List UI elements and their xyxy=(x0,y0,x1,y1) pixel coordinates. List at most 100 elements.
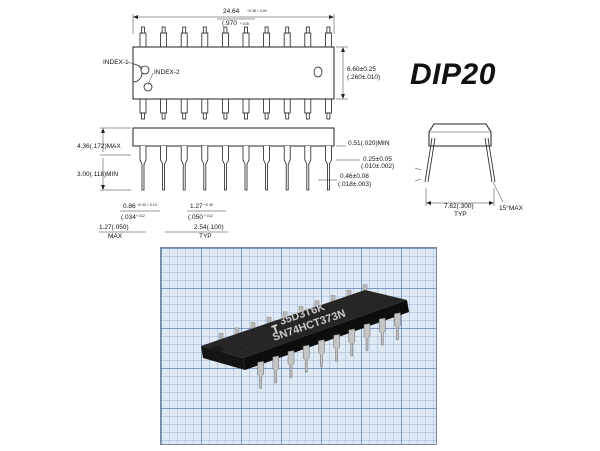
chip-front-pins xyxy=(257,312,401,389)
chip-photo: 35D3T6K SN74HCT373N xyxy=(160,247,437,445)
end-view: 7.62(.300) TYP 15°MAX xyxy=(414,123,524,218)
chip-front-pin xyxy=(378,317,386,346)
bottom-pin xyxy=(160,98,168,114)
shoulder-in-tolerance: +.012 xyxy=(136,214,145,218)
top-pin xyxy=(201,32,209,48)
top-pin-tip xyxy=(305,26,310,34)
side-pin xyxy=(201,146,209,191)
shoulder2-in-tolerance: +.012 xyxy=(204,214,213,218)
lead-width-in-label: (.018±.003) xyxy=(338,181,371,188)
top-pins-upper xyxy=(139,26,332,48)
side-pin xyxy=(325,146,332,191)
length-in-label: (.970 xyxy=(222,20,237,27)
lead-width-label: 0.46±0.08 xyxy=(340,173,369,180)
top-pin-tip xyxy=(223,26,228,34)
body-width-mm-label: 6.60±0.25 xyxy=(347,66,376,73)
bottom-pin-tip xyxy=(244,112,248,120)
edge-mm-label: 1.27(.050) xyxy=(99,224,129,231)
top-pin-tip xyxy=(182,26,187,34)
chip-front-pin xyxy=(348,328,356,357)
ejector-mark xyxy=(313,66,323,78)
top-pin xyxy=(139,32,147,48)
bottom-pin-tip xyxy=(264,112,269,120)
end-body xyxy=(428,123,492,147)
bottom-pin-tip xyxy=(161,112,166,120)
length-mm-label: 24.64 xyxy=(223,8,240,15)
bottom-pin xyxy=(221,98,229,114)
shoulder2-mm-label: 1.27 xyxy=(190,203,203,210)
bottom-pin-tip xyxy=(182,112,187,120)
length-mm-tolerance: +0.38 / -0.00 xyxy=(247,9,267,13)
top-pin-tip xyxy=(161,26,166,34)
row-typ-label: TYP xyxy=(454,211,467,218)
bottom-pin xyxy=(180,98,188,114)
chip-front-pin xyxy=(257,361,264,389)
top-pin-tip xyxy=(326,26,331,34)
lead-thickness-in-label: (.010±.002) xyxy=(361,163,394,170)
package-title: DIP20 xyxy=(410,58,496,91)
index1-dot xyxy=(140,65,150,75)
lead-thickness-label: 0.25±0.05 xyxy=(363,156,392,163)
package-drawing: 24.64 +0.38 / -0.00 (.970 +.015 INDEX-1 … xyxy=(77,8,524,240)
chip-front-pin xyxy=(272,355,280,384)
index2-label: INDEX-2 xyxy=(154,69,180,76)
bottom-pin xyxy=(242,98,250,114)
side-pins xyxy=(139,146,332,191)
top-pin xyxy=(283,32,291,48)
bottom-pin xyxy=(263,98,271,114)
shoulder-mm-label: 0.86 xyxy=(123,203,136,210)
row-spacing-label: 7.62(.300) xyxy=(444,203,474,210)
chip-front-pin xyxy=(363,323,371,351)
top-pin xyxy=(263,32,271,48)
chip-side-face xyxy=(201,346,245,370)
chip-pin1-dot xyxy=(238,345,244,351)
side-pin xyxy=(160,146,167,191)
side-pin xyxy=(304,146,312,191)
shoulder-in-label: (.034 xyxy=(121,214,136,221)
top-pin xyxy=(180,32,188,48)
index1-label: INDEX-1 xyxy=(103,59,129,66)
bottom-pin-tip xyxy=(141,112,145,120)
side-pin xyxy=(180,146,188,191)
top-pin-tip xyxy=(285,26,290,34)
top-view: 24.64 +0.38 / -0.00 (.970 +.015 INDEX-1 … xyxy=(103,8,380,120)
shoulder-mm-tolerance: +0.30 / -0.10 xyxy=(137,203,157,207)
side-pin xyxy=(283,146,291,191)
pitch-label: 2.54(.100) xyxy=(194,224,224,231)
bottom-pin xyxy=(283,98,291,114)
shoulder2-mm-tolerance: +0.30 xyxy=(204,203,213,207)
top-pin-tip xyxy=(141,26,145,34)
chip-front-pin xyxy=(318,339,325,367)
ti-logo-icon xyxy=(271,324,278,333)
bottom-pin xyxy=(324,98,332,114)
bottom-pin-tip xyxy=(223,112,228,120)
chip-front-face xyxy=(243,300,409,370)
chip-front-pin xyxy=(287,350,295,378)
bottom-pin-tip xyxy=(285,112,290,120)
top-pin xyxy=(242,32,250,48)
side-pin xyxy=(263,146,270,191)
body-width-in-label: (.260±.010) xyxy=(347,74,380,81)
top-body xyxy=(132,46,335,100)
bottom-pin xyxy=(304,98,312,114)
chip-front-pin xyxy=(302,344,310,373)
top-pin-tip xyxy=(264,26,269,34)
edge-max-label: MAX xyxy=(108,233,123,240)
length-in-tolerance: +.015 xyxy=(240,22,249,26)
height-max-label: 4.36(.172)MAX xyxy=(77,143,121,150)
side-pin xyxy=(139,146,147,191)
side-body xyxy=(132,127,335,147)
side-view: 4.36(.172)MAX 3.00(.118)MIN 0.51(.020)MI… xyxy=(77,127,394,240)
top-pins-lower xyxy=(139,98,332,120)
bottom-pin-tip xyxy=(305,112,310,120)
top-pin xyxy=(221,32,229,48)
side-pin xyxy=(222,146,229,191)
bottom-pin xyxy=(139,98,147,114)
side-pin xyxy=(242,146,250,191)
top-pin xyxy=(304,32,312,48)
bottom-pin-tip xyxy=(202,112,207,120)
standoff-min-label: 0.51(.020)MIN xyxy=(348,140,390,147)
chip-notch xyxy=(211,346,223,352)
shoulder2-in-label: (.050 xyxy=(188,214,203,221)
pitch-typ-label: TYP xyxy=(199,233,212,240)
